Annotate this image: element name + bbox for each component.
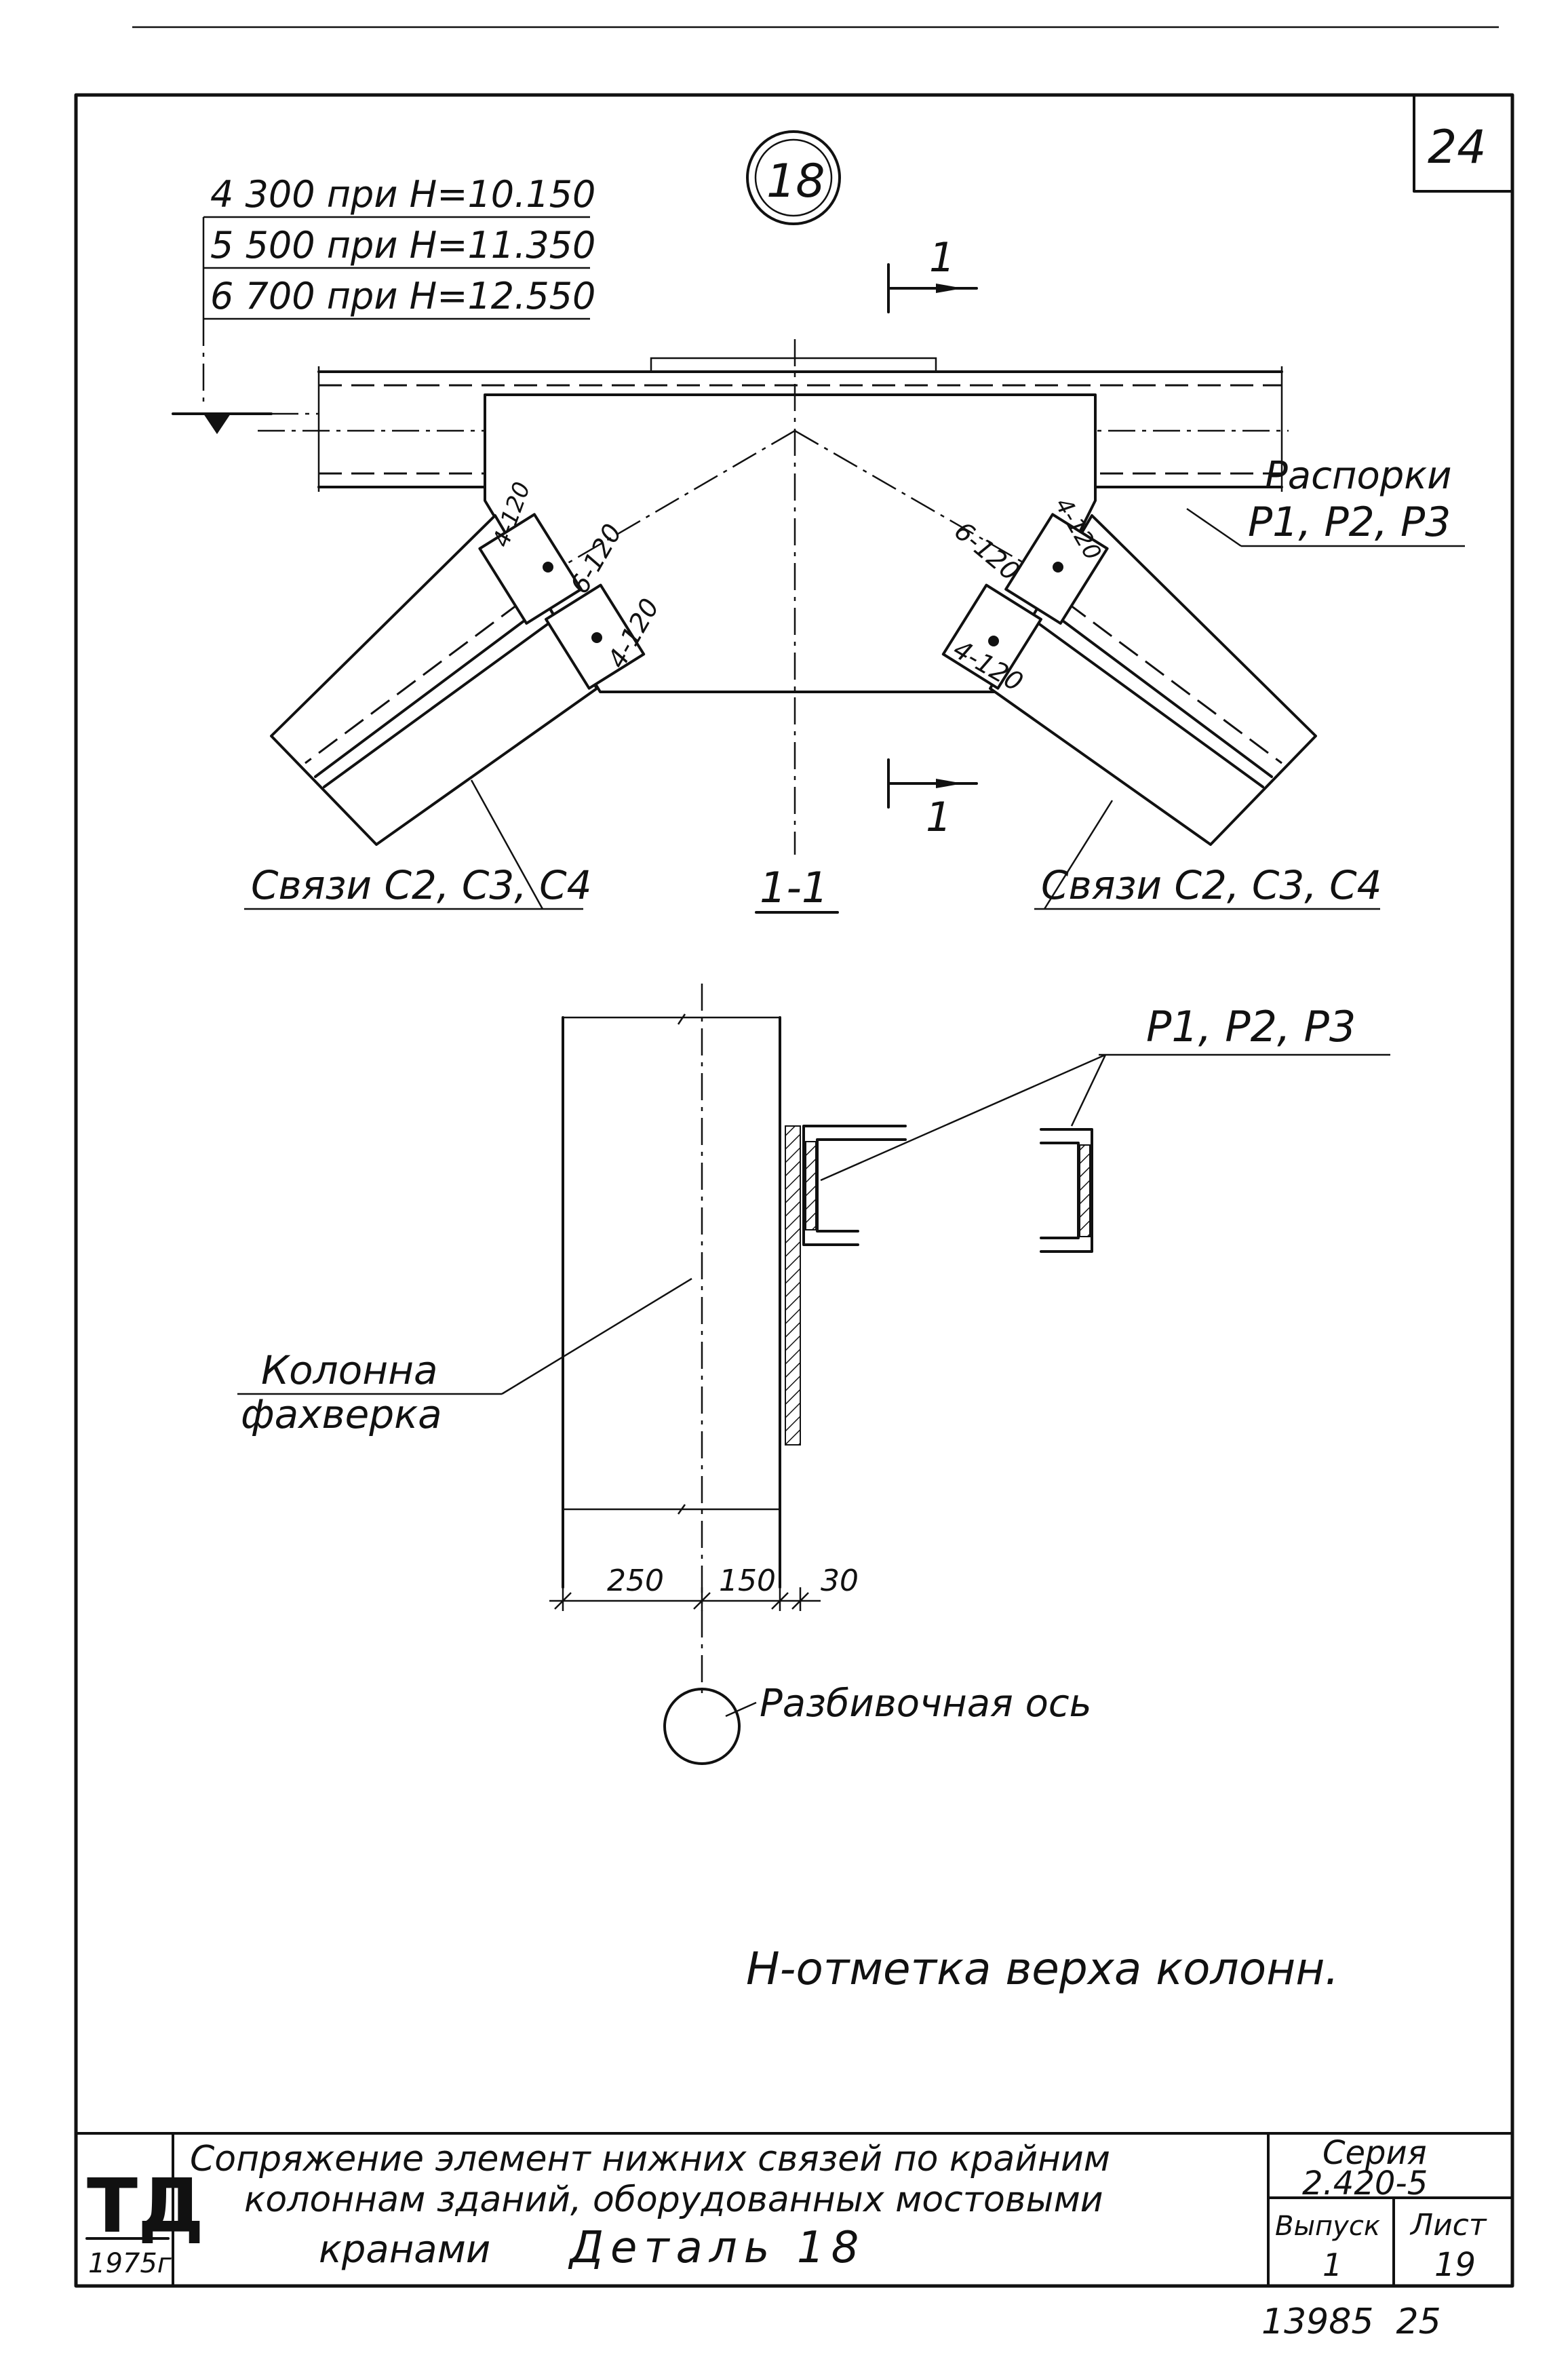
dimension-150: 150	[719, 1564, 776, 1598]
section-mark-top: 1	[929, 234, 955, 282]
struts-label-codes: P1, P2, P3	[1248, 499, 1451, 546]
dimension-notes: 4 300 при H=10.150 5 500 при H=11.350 6 …	[202, 173, 595, 407]
axis-marker: Разбивочная ось	[663, 1682, 1092, 1765]
issue-label: Выпуск	[1275, 2211, 1380, 2242]
title-detail: Деталь 18	[568, 2223, 865, 2273]
sheet-frame	[74, 93, 1514, 2288]
section-label: 1-1	[760, 863, 828, 912]
brace-label-left-text: Связи С2, С3, С4	[251, 862, 592, 908]
column-label-line2: фахверка	[241, 1391, 442, 1437]
title-year: 1975г	[88, 2248, 172, 2279]
sheet-number: 24	[1428, 121, 1487, 174]
title-line-1: Сопряжение элемент нижних связей по край…	[190, 2139, 1110, 2179]
section-cut-top: 1	[887, 234, 978, 313]
channel-left	[802, 1125, 907, 1246]
brace-right	[941, 513, 1317, 846]
column-flange-plate	[785, 1125, 801, 1446]
brace-label-right-text: Связи С2, С3, С4	[1041, 862, 1382, 908]
elevation-note: H-отметка верха колонн.	[746, 1943, 1339, 1995]
section-struts-label: P1, P2, P3	[820, 1002, 1390, 1182]
channel-right	[1040, 1128, 1093, 1253]
column-label: Колонна фахверка	[237, 1277, 692, 1437]
dimension-chain: 250 150 30	[549, 1564, 859, 1611]
dimension-30: 30	[821, 1564, 859, 1598]
column-label-line1: Колонна	[261, 1347, 438, 1393]
detail-marker: 18	[746, 130, 841, 225]
dimension-250: 250	[607, 1564, 664, 1598]
column-section	[562, 984, 801, 1696]
issue-value: 1	[1322, 2247, 1342, 2283]
title-logo: ТД	[87, 2163, 204, 2249]
dimension-note-1: 4 300 при H=10.150	[210, 173, 595, 216]
struts-label-title: Распорки	[1265, 454, 1452, 498]
dimension-note-2: 5 500 при H=11.350	[210, 224, 595, 267]
struts-label: Распорки P1, P2, P3	[1186, 454, 1465, 547]
section-struts-label-text: P1, P2, P3	[1146, 1002, 1356, 1051]
dimension-note-3: 6 700 при H=12.550	[210, 275, 595, 317]
brace-label-left: Связи С2, С3, С4	[244, 779, 592, 910]
axis-label: Разбивочная ось	[760, 1682, 1092, 1726]
sheet-number-box	[1413, 94, 1514, 193]
brace-label-right: Связи С2, С3, С4	[1034, 800, 1382, 910]
series-value: 2.420-5	[1302, 2165, 1428, 2203]
detail-number: 18	[766, 155, 825, 208]
sheet-value: 19	[1434, 2246, 1476, 2284]
elevation-mark	[172, 412, 319, 434]
section-mark-bottom: 1	[926, 794, 952, 841]
footer-code: 13985 25	[1261, 2302, 1441, 2342]
section-cut-bottom: 1	[887, 758, 978, 841]
title-block: ТД 1975г Сопряжение элемент нижних связе…	[75, 2132, 1514, 2287]
gusset-plate	[393, 339, 1201, 855]
brace-left	[270, 513, 646, 846]
series-label: Серия	[1322, 2134, 1427, 2172]
title-line-3: кранами	[319, 2228, 490, 2272]
sheet-label: Лист	[1409, 2208, 1487, 2243]
title-line-2: колоннам зданий, оборудованных мостовыми	[244, 2179, 1103, 2220]
